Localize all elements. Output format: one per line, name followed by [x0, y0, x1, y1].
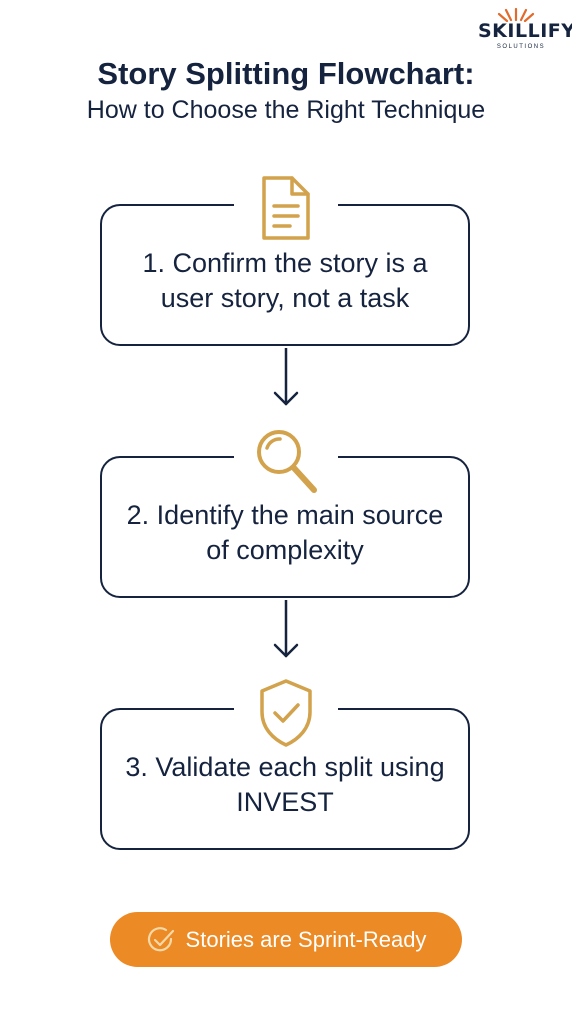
brand-tagline: SOLUTIONS [496, 44, 546, 50]
flow-arrow-2 [273, 600, 299, 658]
step-1-text: 1. Confirm the story is a user story, no… [142, 248, 428, 313]
shield-check-icon [260, 679, 312, 747]
document-icon [262, 176, 310, 240]
sprint-ready-text: Stories are Sprint-Ready [185, 926, 427, 952]
page-subtitle: How to Choose the Right Technique [86, 96, 486, 124]
step-3-icon-holder [234, 670, 338, 750]
page-title: Story Splitting Flowchart: [97, 56, 475, 91]
step-2-icon-holder [234, 418, 338, 498]
brand-logo: SKILLIFY SOLUTIONS [478, 6, 572, 52]
flow-arrow-1 [273, 348, 299, 406]
step-2-text: 2. Identify the main source of complexit… [126, 500, 444, 565]
step-1-icon-holder [234, 166, 338, 246]
check-circle-icon [147, 926, 174, 951]
step-3-text: 3. Validate each split using INVEST [125, 752, 445, 817]
logo-rays-icon [497, 7, 535, 22]
brand-name: SKILLIFY [478, 20, 572, 42]
sprint-ready-badge: Stories are Sprint-Ready [110, 912, 462, 967]
magnifier-icon [257, 430, 317, 493]
